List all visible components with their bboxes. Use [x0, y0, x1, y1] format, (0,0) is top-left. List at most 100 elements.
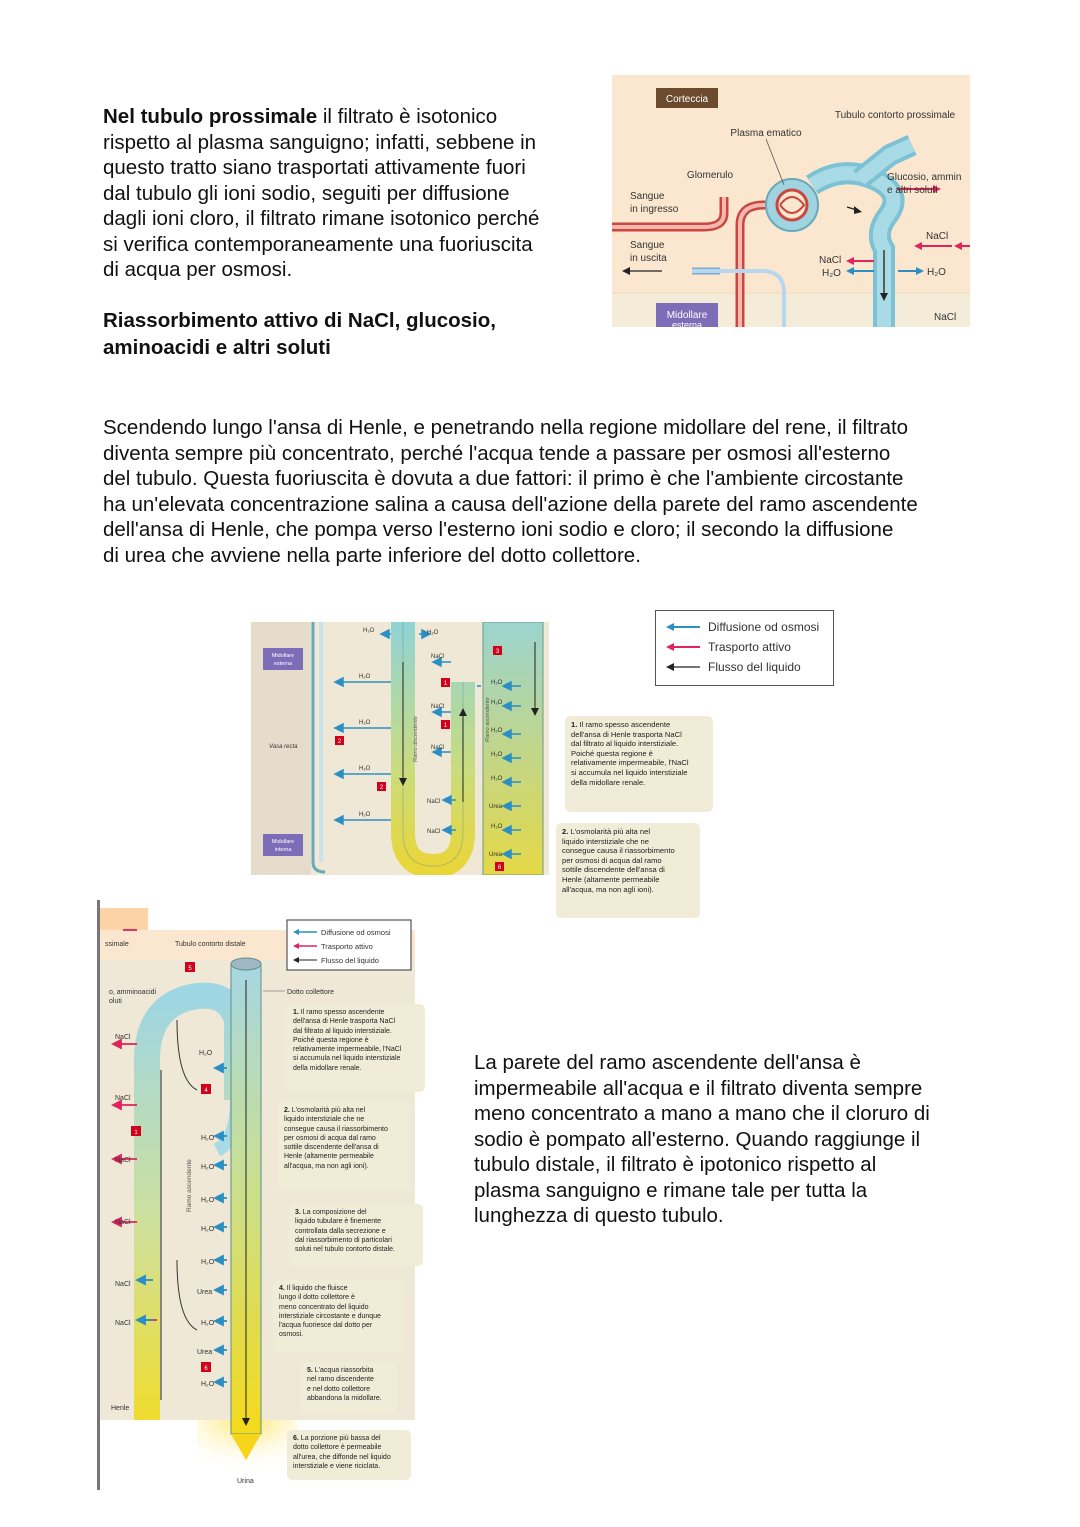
urea-label: Urea — [197, 1289, 212, 1296]
distal-line: lunghezza di questo tubulo. — [474, 1203, 994, 1229]
urine-label: Urina — [237, 1478, 254, 1485]
note-line: dell'ansa di Henle trasporta NaCl — [571, 730, 707, 740]
distal-line: impermeabile all'acqua e il filtrato div… — [474, 1076, 994, 1102]
blood-in-label: Sangue — [630, 191, 665, 202]
legend-diffusion: Diffusione od osmosi — [708, 620, 819, 634]
nacl-label: NaCl — [819, 255, 841, 266]
henle-line: di urea che avviene nella parte inferior… — [103, 543, 983, 569]
legend-active: Trasporto attivo — [708, 640, 791, 654]
note-line: dell'ansa di Henle trasporta NaCl — [293, 1017, 419, 1026]
nacl-label: NaCl — [934, 312, 956, 323]
note-line: Il liquido che fluisce — [287, 1285, 348, 1292]
blood-in-label-2: in ingresso — [630, 204, 679, 215]
proximal-line: si verifica contemporaneamente una fuori… — [103, 232, 583, 258]
note-5-small: 5. L'acqua riassorbita nel ramo discende… — [301, 1362, 397, 1414]
legend-flow-small: Flusso del liquido — [321, 956, 379, 965]
henle-cut-label: Henle — [111, 1405, 129, 1412]
h2o-label: H₂O — [822, 268, 841, 279]
note-line: sottile discendente dell'ansa di — [284, 1143, 404, 1152]
h2o-label: H₂O — [491, 752, 503, 758]
h2o-label: H₂O — [201, 1259, 215, 1266]
note-2-small: 2. L'osmolarità più alta nel liquido int… — [278, 1102, 410, 1190]
h2o-label: H₂O — [359, 720, 371, 726]
note-1: 1. Il ramo spesso ascendente dell'ansa d… — [565, 716, 713, 812]
distal-line: La parete del ramo ascendente dell'ansa … — [474, 1050, 994, 1076]
proximal-line: questo tratto siano trasportati attivame… — [103, 155, 583, 181]
vasa-recta-label: Vasa recta — [269, 744, 298, 750]
note-line: Poiché questa regione è — [293, 1036, 419, 1045]
note-number: 2. — [562, 827, 568, 836]
legend-diffusion-small: Diffusione od osmosi — [321, 928, 391, 937]
nacl-label: NaCl — [115, 1281, 131, 1288]
nacl-label: NaCl — [115, 1219, 131, 1226]
nacl-label: NaCl — [427, 829, 440, 835]
note-3-small: 3. La composizione del liquido tubulare … — [289, 1204, 423, 1266]
h2o-label: H₂O — [491, 680, 503, 686]
note-6-small: 6. La porzione più bassa del dotto colle… — [287, 1430, 411, 1480]
note-line: della midollare renale. — [571, 778, 707, 788]
active-transport-arrow-icon — [664, 642, 702, 652]
proximal-line: dal tubulo gli ioni sodio, seguiti per d… — [103, 181, 583, 207]
plasma-label: Plasma ematico — [730, 128, 802, 139]
note-line: per osmosi di acqua dal ramo — [284, 1134, 404, 1143]
henle-line: del tubulo. Questa fuoriuscita è dovuta … — [103, 466, 983, 492]
note-line: abbandona la midollare. — [307, 1394, 391, 1403]
solutes-cut-label-2: oluti — [109, 998, 122, 1005]
proximal-line: dagli ioni cloro, il filtrato rimane iso… — [103, 206, 583, 232]
h2o-label: H₂O — [363, 628, 375, 634]
proximal-bold: Nel tubulo prossimale — [103, 105, 317, 128]
henle-paragraph: Scendendo lungo l'ansa di Henle, e penet… — [103, 415, 983, 568]
h2o-label: H₂O — [201, 1381, 215, 1388]
solutes-label: Glucosio, ammin — [887, 172, 961, 183]
nacl-label: NaCl — [115, 1320, 131, 1327]
note-line: all'urea, che diffonde nel liquido — [293, 1453, 405, 1462]
note-line: all'acqua, ma non agli ioni). — [284, 1162, 404, 1171]
proximal-line: di acqua per osmosi. — [103, 257, 583, 283]
h2o-label: H₂O — [359, 812, 371, 818]
proximal-cut-label: ssimale — [105, 941, 129, 948]
proximal-tubule-figure: Corteccia Midollare esterna Tubulo conto… — [612, 75, 970, 327]
note-line: La porzione più bassa del — [301, 1435, 381, 1442]
urea-label: Urea — [489, 804, 503, 810]
h2o-label: H₂O — [201, 1164, 215, 1171]
h2o-label: H₂O — [359, 674, 371, 680]
nacl-label: NaCl — [431, 654, 444, 660]
blood-out-label: Sangue — [630, 240, 665, 251]
heading-line: aminoacidi e altri soluti — [103, 334, 583, 361]
h2o-label: H₂O — [427, 630, 439, 636]
note-line: Poiché questa regione è — [571, 749, 707, 759]
henle-loop-figure: Midollare esterna Midollare interna Vasa… — [251, 622, 549, 875]
h2o-label: H₂O — [201, 1197, 215, 1204]
urea-label: Urea — [489, 852, 503, 858]
note-line: soluti nel tubulo contorto distale. — [295, 1245, 417, 1254]
distal-line: plasma sanguigno e rimane tale per tutta… — [474, 1178, 994, 1204]
note-number: 4. — [279, 1285, 285, 1292]
henle-line: dell'ansa di Henle, che pompa verso l'es… — [103, 517, 983, 543]
note-line: liquido interstiziale che ne — [562, 837, 694, 847]
medulla-int-label-2: interna — [275, 847, 293, 853]
note-line: relativamente impermeabile, l'NaCl — [571, 758, 707, 768]
note-number: 1. — [293, 1009, 299, 1016]
note-line: relativamente impermeabile, l'NaCl — [293, 1045, 419, 1054]
h2o-label: H₂O — [201, 1135, 215, 1142]
blood-out-label-2: in uscita — [630, 253, 667, 264]
tubule-label: Tubulo contorto prossimale — [835, 110, 956, 121]
note-line: Il ramo spesso ascendente — [579, 720, 670, 729]
note-line: dotto collettore è permeabile — [293, 1443, 405, 1452]
nacl-label: NaCl — [431, 745, 444, 751]
h2o-label: H₂O — [199, 1050, 213, 1057]
h2o-label: H₂O — [201, 909, 215, 916]
urea-label: Urea — [197, 1349, 212, 1356]
descending-limb-label: Ramo discendente — [413, 716, 419, 762]
note-line: dal riassorbimento di particolari — [295, 1236, 417, 1245]
legend-flow: Flusso del liquido — [708, 660, 801, 674]
h2o-label: H₂O — [201, 1226, 215, 1233]
note-number: 2. — [284, 1107, 290, 1114]
note-line: Henle (altamente permeabile — [284, 1152, 404, 1161]
note-line: liquido interstiziale che ne — [284, 1115, 404, 1124]
note-line: per osmosi di acqua dal ramo — [562, 856, 694, 866]
distal-tubule-label: Tubulo contorto distale — [175, 941, 246, 948]
henle-line: ha un'elevata concentrazione salina a ca… — [103, 492, 983, 518]
note-line: l'acqua fuoriesce dal dotto per — [279, 1321, 395, 1330]
solutes-cut-label: o, amminoacidi — [109, 989, 157, 996]
